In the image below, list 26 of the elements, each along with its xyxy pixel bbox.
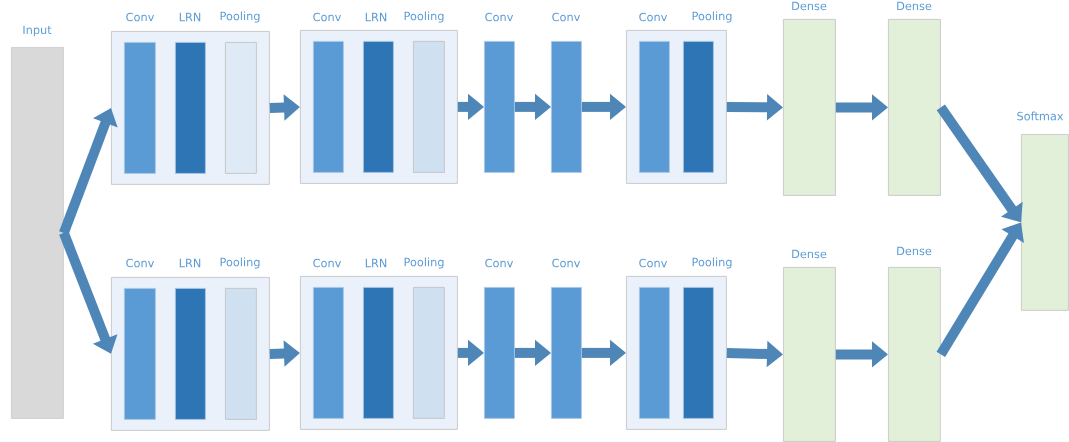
layer-label: Conv: [552, 12, 581, 22]
layer-label: LRN: [365, 258, 387, 268]
layer-label: Dense: [897, 1, 932, 11]
layer-label: Dense: [792, 1, 827, 11]
layer-label: Conv: [126, 258, 155, 268]
layer-label: Input: [23, 25, 52, 37]
layer-label: LRN: [179, 12, 201, 22]
layer-label: Pooling: [692, 11, 732, 23]
layer-label: Conv: [313, 12, 342, 22]
layer-label: Conv: [552, 258, 581, 268]
layer-label: LRN: [179, 258, 201, 268]
layer-label: Conv: [313, 258, 342, 268]
layer-label: Pooling: [220, 257, 260, 269]
layer-label: Conv: [639, 258, 668, 268]
layer-label: Conv: [485, 12, 514, 22]
layer-label: Pooling: [220, 11, 260, 23]
layer-label: Conv: [126, 12, 155, 22]
layer-label: Conv: [639, 12, 668, 22]
layer-label: Pooling: [692, 257, 732, 269]
layer-label: Softmax: [1017, 111, 1064, 121]
layer-label: Pooling: [404, 257, 444, 269]
layer-label: Dense: [897, 246, 932, 256]
layer-label: Dense: [792, 249, 827, 259]
layer-label: LRN: [365, 12, 387, 22]
layer-label: Pooling: [404, 11, 444, 23]
layer-label: Conv: [485, 258, 514, 268]
